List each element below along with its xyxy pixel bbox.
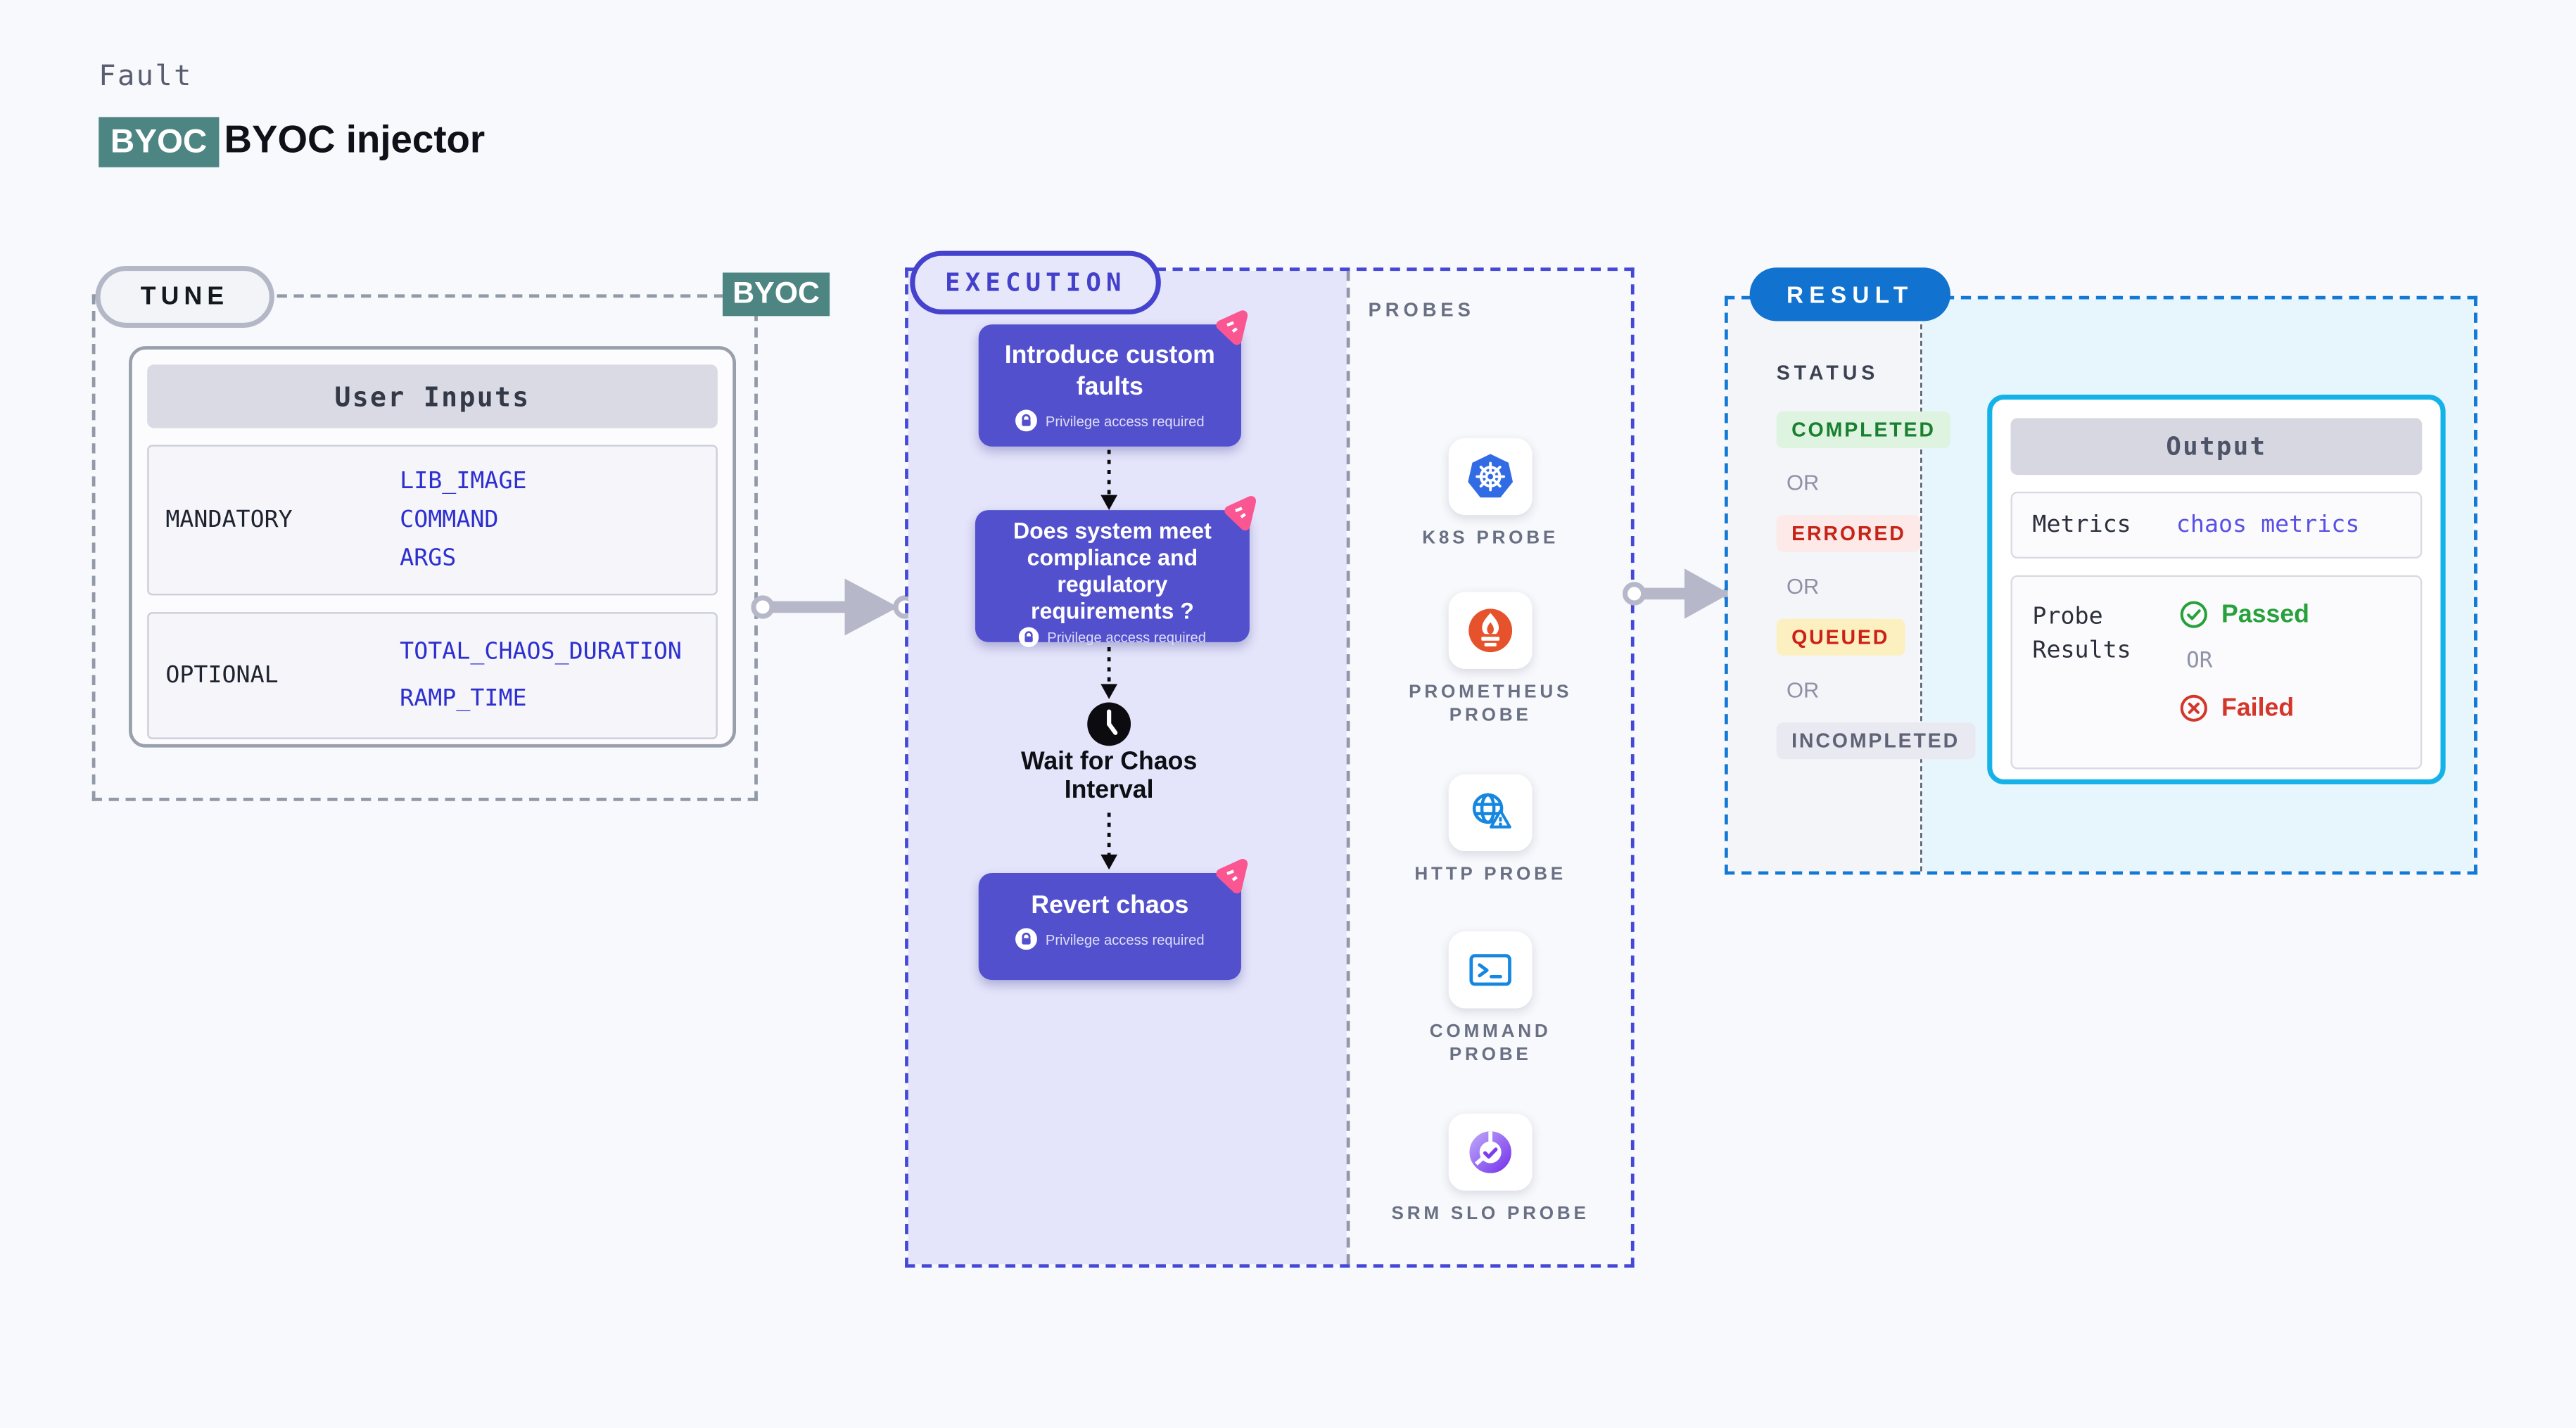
optional-params: TOTAL_CHAOS_DURATION RAMP_TIME (400, 613, 716, 737)
status-panel-background (1727, 299, 1919, 872)
probe-results-row: Probe Results Passed OR Failed (2010, 575, 2423, 770)
lock-icon (1015, 928, 1037, 950)
privilege-badge: Privilege access required (979, 928, 1241, 950)
status-list: COMPLETED OR ERRORED OR QUEUED OR INCOMP… (1776, 411, 1975, 781)
param-args: ARGS (400, 545, 457, 573)
mandatory-label: MANDATORY (165, 506, 293, 534)
clock-icon (1087, 702, 1131, 746)
byoc-header-badge: BYOC (99, 117, 219, 167)
byoc-corner-badge: BYOC (722, 272, 830, 316)
dotted-flow-arrow-icon (1100, 450, 1118, 511)
probes-panel-title: PROBES (1368, 300, 1475, 321)
node-revert-chaos: Revert chaos Privilege access required (978, 858, 1248, 981)
metrics-value: chaos metrics (2176, 511, 2360, 539)
status-title: STATUS (1776, 361, 1879, 385)
privilege-label: Privilege access required (1045, 930, 1205, 948)
probe-tile (1448, 1114, 1533, 1191)
result-pill: RESULT (1749, 267, 1950, 321)
probe-item-prometheus: PROMETHEUS PROBE (1390, 592, 1591, 728)
page-title: BYOC injector (224, 117, 486, 161)
mandatory-params-row: MANDATORY LIB_IMAGE COMMAND ARGS (147, 445, 718, 596)
optional-params-row: OPTIONAL TOTAL_CHAOS_DURATION RAMP_TIME (147, 612, 718, 739)
probe-item-k8s: K8S PROBE (1390, 438, 1591, 550)
or-separator: OR (2186, 649, 2213, 675)
param-ramp-time: RAMP_TIME (400, 685, 527, 713)
probe-results-label: Probe Results (2032, 604, 2131, 664)
execution-pill: EXECUTION (910, 250, 1162, 314)
or-separator: OR (1786, 677, 1820, 703)
chaos-experiment-icon (1216, 310, 1248, 345)
node-title: Introduce custom faults (1004, 340, 1215, 402)
metrics-label: Metrics (2032, 511, 2131, 539)
probe-tile (1448, 438, 1533, 516)
probe-label: SRM SLO PROBE (1391, 1204, 1590, 1225)
tune-pill: TUNE (95, 265, 274, 328)
terminal-icon (1469, 954, 1511, 986)
mandatory-params: LIB_IMAGE COMMAND ARGS (400, 447, 716, 594)
user-inputs-header: User Inputs (147, 364, 718, 428)
lock-icon (1018, 627, 1039, 648)
check-circle-icon (2180, 601, 2207, 628)
output-header: Output (2010, 418, 2423, 476)
chaos-experiment-icon (1216, 858, 1248, 894)
privilege-badge: Privilege access required (975, 627, 1250, 648)
privilege-label: Privilege access required (1047, 628, 1206, 646)
node-title: Does system meet compliance and regulato… (1013, 518, 1212, 624)
status-badge-errored: ERRORED (1776, 515, 1922, 552)
fault-eyebrow: Fault (99, 60, 193, 94)
probe-label: K8S PROBE (1422, 528, 1559, 549)
param-command: COMMAND (400, 506, 499, 534)
node-introduce-custom-faults: Introduce custom faults Privilege access… (978, 310, 1248, 447)
dotted-flow-arrow-icon (1100, 812, 1118, 870)
http-globe-icon (1472, 793, 1511, 829)
failed-label: Failed (2221, 694, 2295, 722)
failed-result: Failed (2180, 694, 2420, 722)
passed-result: Passed (2180, 600, 2420, 629)
status-badge-incompleted: INCOMPLETED (1776, 722, 1975, 760)
tune-section-border (91, 294, 758, 801)
probe-label: HTTP PROBE (1414, 865, 1566, 885)
param-total-chaos-duration: TOTAL_CHAOS_DURATION (400, 639, 682, 666)
status-badge-completed: COMPLETED (1776, 411, 1951, 449)
output-card: Output Metrics chaos metrics Probe Resul… (1987, 395, 2446, 784)
probe-item-srm-slo: SRM SLO PROBE (1390, 1114, 1591, 1225)
prometheus-icon (1468, 608, 1513, 653)
execution-probes-divider (1346, 271, 1350, 1265)
result-status-divider (1920, 299, 1922, 872)
probe-tile (1448, 931, 1533, 1009)
arrow-tune-to-execution-icon (751, 578, 917, 636)
privilege-badge: Privilege access required (979, 409, 1241, 432)
slo-donut-icon (1469, 1131, 1511, 1173)
probe-label: PROMETHEUS PROBE (1409, 682, 1573, 726)
lock-icon (1015, 409, 1037, 432)
probe-tile (1448, 592, 1533, 669)
node-title: Revert chaos (1031, 891, 1189, 920)
x-circle-icon (2180, 694, 2207, 722)
kubernetes-icon (1468, 454, 1514, 498)
probe-item-http: HTTP PROBE (1390, 774, 1591, 886)
or-separator: OR (1786, 573, 1820, 599)
node-compliance-check: Does system meet compliance and regulato… (975, 496, 1257, 648)
probe-tile (1448, 774, 1533, 852)
probe-item-command: COMMAND PROBE (1390, 931, 1591, 1067)
probe-results-values: Passed OR Failed (2176, 600, 2420, 722)
wait-for-chaos-interval-label: Wait for Chaos Interval (1021, 747, 1198, 805)
chaos-experiment-icon (1224, 496, 1257, 531)
dotted-flow-arrow-icon (1100, 647, 1118, 699)
or-separator: OR (1786, 470, 1820, 495)
param-lib-image: LIB_IMAGE (400, 467, 527, 495)
passed-label: Passed (2221, 600, 2309, 629)
status-badge-queued: QUEUED (1776, 618, 1905, 656)
privilege-label: Privilege access required (1045, 412, 1205, 429)
metrics-row: Metrics chaos metrics (2010, 491, 2423, 559)
probe-label: COMMAND PROBE (1429, 1021, 1552, 1066)
optional-label: OPTIONAL (165, 662, 279, 689)
